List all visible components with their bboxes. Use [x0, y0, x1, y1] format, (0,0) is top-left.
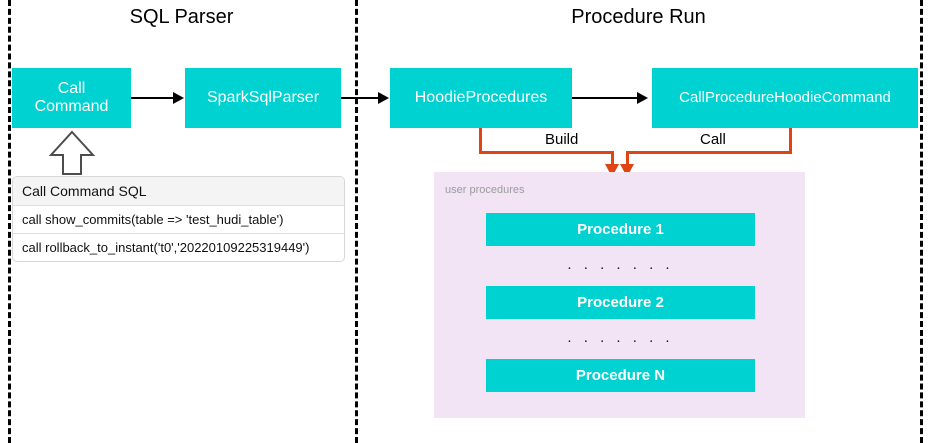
call-command-sql-header: Call Command SQL — [13, 177, 344, 206]
node-call-command-line2: Command — [34, 98, 109, 115]
divider-middle — [355, 0, 358, 443]
node-hoodie-procedures[interactable]: HoodieProcedures — [390, 68, 572, 128]
arrow-head-parser-to-hoodie-procedures — [378, 92, 389, 104]
orange-build-vertical-start — [479, 128, 482, 154]
procedure-ellipsis-1: . . . . . . . — [567, 256, 674, 273]
procedure-box-n[interactable]: Procedure N — [486, 359, 755, 392]
divider-left — [8, 0, 11, 443]
arrow-parser-to-hoodie-procedures — [341, 97, 381, 99]
edge-label-build: Build — [540, 131, 584, 148]
arrow-call-command-to-parser — [131, 97, 175, 99]
section-title-procedure-run: Procedure Run — [571, 6, 706, 28]
call-command-sql-row-2: call rollback_to_instant('t0','202201092… — [22, 240, 310, 255]
user-procedures-label: user procedures — [445, 184, 525, 196]
orange-build-horizontal — [479, 151, 614, 154]
orange-call-horizontal — [626, 151, 792, 154]
orange-call-vertical-end — [626, 151, 629, 167]
procedure-ellipsis-2: . . . . . . . — [567, 329, 674, 346]
section-title-sql-parser: SQL Parser — [129, 6, 234, 28]
node-call-command[interactable]: Call Command — [12, 68, 131, 128]
orange-build-vertical-end — [611, 151, 614, 167]
divider-right — [920, 0, 923, 443]
arrow-head-hoodie-procedures-to-call-command-node — [637, 92, 648, 104]
hollow-up-arrow-icon — [48, 130, 96, 176]
node-spark-sql-parser[interactable]: SparkSqlParser — [185, 68, 341, 128]
orange-call-vertical-start — [789, 128, 792, 154]
arrow-head-call-command-to-parser — [173, 92, 184, 104]
call-command-sql-row-1: call show_commits(table => 'test_hudi_ta… — [13, 206, 344, 234]
call-command-sql-card: Call Command SQL call show_commits(table… — [12, 176, 345, 262]
arrow-hoodie-procedures-to-call-command-node — [572, 97, 639, 99]
node-call-command-line1: Call — [57, 79, 86, 97]
procedure-box-1[interactable]: Procedure 1 — [486, 213, 755, 246]
node-call-procedure-hoodie-command[interactable]: CallProcedureHoodieCommand — [652, 68, 918, 128]
edge-label-call: Call — [695, 131, 731, 148]
procedure-box-2[interactable]: Procedure 2 — [486, 286, 755, 319]
